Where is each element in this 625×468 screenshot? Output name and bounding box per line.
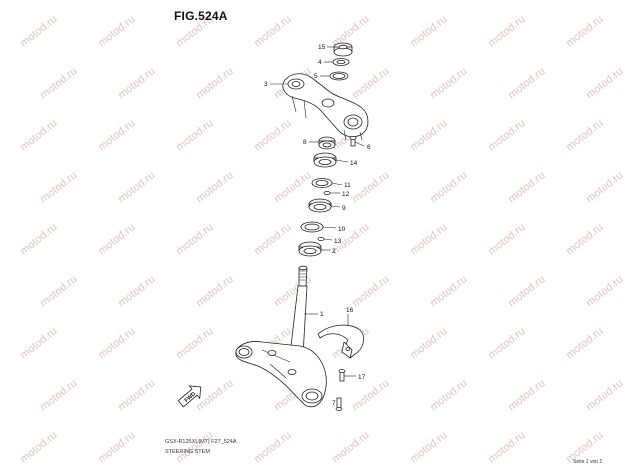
part-12-washer — [323, 190, 331, 195]
part-16-bracket — [317, 324, 364, 359]
label-7: 7 — [332, 400, 336, 407]
label-9: 9 — [342, 205, 346, 212]
label-13: 13 — [334, 238, 342, 245]
part-11-race — [311, 178, 333, 188]
label-8: 8 — [303, 139, 307, 146]
label-2: 2 — [332, 248, 336, 255]
forward-arrow-icon: FWD — [177, 385, 202, 408]
part-3-upper-bracket — [282, 73, 369, 141]
page-indicator: Seite 1 von 2 — [573, 459, 603, 465]
label-16: 16 — [346, 307, 354, 314]
part-13-washer — [317, 236, 325, 241]
part-2-seal — [298, 241, 322, 257]
label-14: 14 — [350, 160, 358, 167]
part-17-bolt — [338, 369, 346, 382]
part-9-bearing — [308, 198, 332, 213]
part-10-race — [300, 221, 324, 233]
part-4-washer — [332, 58, 350, 66]
part-14-bearing — [313, 152, 337, 168]
part-6-bolt — [349, 136, 357, 147]
figure-title: FIG.524A — [174, 9, 228, 23]
label-6: 6 — [367, 144, 371, 151]
part-5-ring — [329, 71, 349, 81]
part-1-steering-stem — [235, 265, 327, 408]
leader-lines — [270, 46, 365, 377]
label-15: 15 — [318, 44, 326, 51]
label-10: 10 — [338, 226, 346, 233]
part-7-bolt — [335, 397, 343, 411]
label-17: 17 — [358, 374, 366, 381]
diagram-caption: STEERING STEM — [165, 449, 210, 455]
part-8-seal — [318, 136, 336, 150]
label-1: 1 — [320, 311, 324, 318]
label-5: 5 — [314, 73, 318, 80]
label-3: 3 — [264, 81, 268, 88]
part-15-nut — [333, 42, 353, 57]
label-11: 11 — [344, 182, 351, 189]
model-code: GSX-R125XL(M7) F27_524A — [165, 439, 237, 445]
label-4: 4 — [318, 59, 322, 66]
label-12: 12 — [342, 191, 350, 198]
